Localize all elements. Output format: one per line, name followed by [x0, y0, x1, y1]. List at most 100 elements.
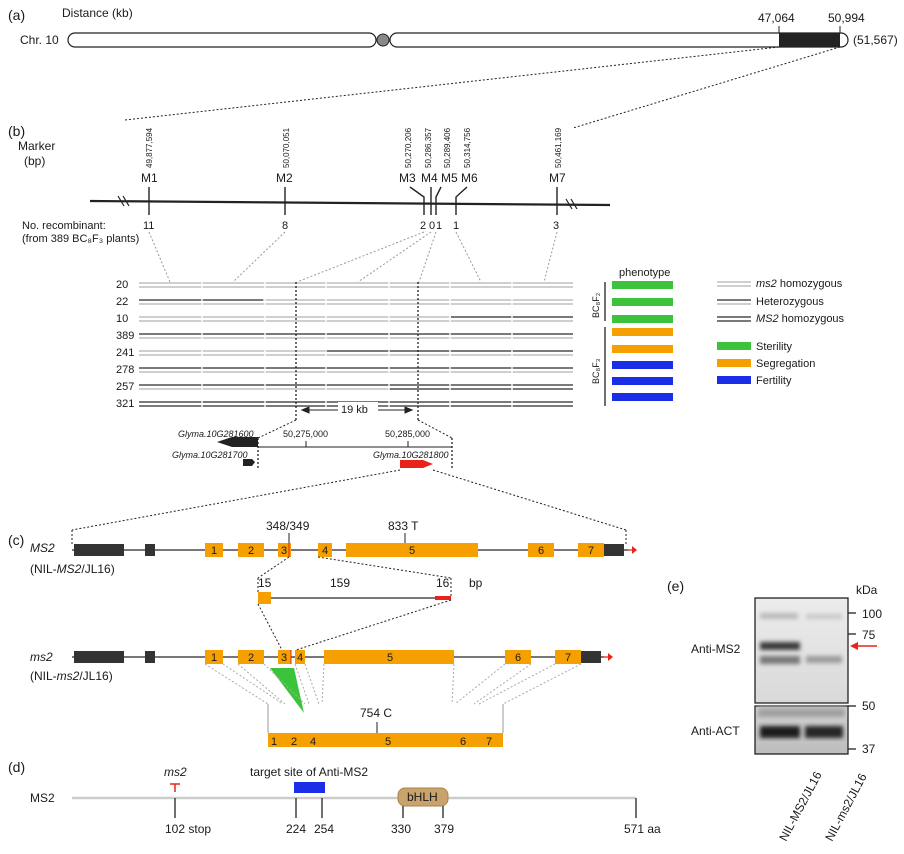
marker-pos-m3: 50,270,206 — [404, 127, 413, 168]
marker-unit: (bp) — [24, 154, 45, 168]
ms2-exon-labels: 1 2 3 4 5 6 7 — [211, 652, 571, 664]
target-site-bar — [294, 782, 325, 793]
marker-pos-m4: 50,286,357 — [424, 127, 433, 168]
site-754C: 754 C — [360, 706, 392, 720]
interval-distance: 19 kb — [341, 404, 368, 416]
tick-102-stop: 102 stop — [165, 822, 211, 836]
exon-label: 2 — [291, 736, 297, 748]
zoom-down-right — [295, 599, 452, 651]
exon-label: 3 — [281, 652, 287, 664]
marker-m2: M2 — [276, 171, 293, 185]
protein-label: MS2 — [30, 791, 55, 805]
gene-zoom-left — [257, 419, 297, 439]
recomb-m4: 0 — [429, 220, 435, 232]
gene-label-g281700: Glyma.10G281700 — [172, 450, 248, 460]
blot1-label: Anti-MS2 — [691, 642, 741, 656]
zoom-159: 159 — [330, 576, 350, 590]
recomb-m7: 3 — [553, 220, 559, 232]
allele-ms2: ms2 — [30, 650, 53, 664]
mw-100: 100 — [862, 607, 882, 621]
zoom-unit: bp — [469, 576, 483, 590]
zoom-15: 15 — [258, 576, 272, 590]
recomb-m6: 1 — [453, 220, 459, 232]
exon-label: 2 — [248, 545, 254, 557]
recomb-m3: 2 — [420, 220, 426, 232]
exon3-zoom-right — [317, 556, 452, 579]
mw-50: 50 — [862, 699, 876, 713]
marker-pos-m1: 49,877,594 — [145, 127, 154, 168]
site-833T: 833 T — [388, 519, 419, 533]
marker-m7: M7 — [549, 171, 566, 185]
genotype-row-labels: 20 22 10 389 241 278 257 321 — [116, 279, 134, 410]
transcript-model — [267, 704, 504, 747]
marker-m5: M5 — [441, 171, 458, 185]
zoom-line-left — [124, 46, 780, 121]
MS2-gene-model — [72, 533, 637, 557]
pos1-label: 47,064 — [758, 11, 795, 25]
gene-pos-1: 50,275,000 — [283, 429, 328, 439]
allele-ms2-line: (NIL-ms2/JL16) — [30, 669, 113, 683]
tick-379: 379 — [434, 822, 454, 836]
mapped-interval — [779, 33, 840, 47]
exon-label: 2 — [248, 652, 254, 664]
exon-label: 4 — [297, 652, 303, 664]
anti-ACT-bands — [758, 707, 845, 738]
zoom-exon-a — [258, 592, 271, 604]
row-label: 257 — [116, 381, 134, 393]
recomb-m1: 11 — [143, 220, 154, 232]
legend-MS2-homozygous: MS2 homozygous — [756, 313, 845, 325]
gene-g281600 — [217, 437, 258, 447]
exon3-zoom-left — [257, 556, 290, 579]
phenotype-bars — [612, 281, 673, 401]
pos2-label: 50,994 — [828, 11, 865, 25]
linkage-map — [89, 186, 611, 215]
marker-m1: M1 — [141, 171, 158, 185]
allele-MS2-line: (NIL-MS2/JL16) — [30, 562, 115, 576]
recombinant-counts: 11 8 2 0 1 1 3 — [143, 220, 559, 232]
kda-label: kDa — [856, 583, 878, 597]
legend-segregation: Segregation — [756, 358, 815, 370]
row-label: 20 — [116, 279, 128, 291]
legend-sterility: Sterility — [756, 341, 793, 353]
marker-positions: 49,877,594 50,070,051 50,270,206 50,286,… — [145, 127, 563, 168]
chromosome-length: (51,567) — [853, 33, 898, 47]
recomb-m2: 8 — [282, 220, 288, 232]
anti-MS2-bands — [760, 613, 842, 664]
chromosome-label: Chr. 10 — [20, 33, 59, 47]
genotype-connectors — [148, 231, 558, 283]
gen1-label: BC₈F₂ — [591, 292, 601, 318]
legend-fertility: Fertility — [756, 375, 792, 387]
lane-1-label: NIL-MS2/JL16 — [776, 769, 825, 844]
protein-tick-labels: 102 stop 224 254 330 379 571 aa — [165, 822, 661, 836]
panel-e-label: (e) — [667, 578, 684, 594]
exon-label: 7 — [588, 545, 594, 557]
zoom-exon-b — [435, 596, 451, 600]
mw-ticks — [848, 612, 856, 750]
mw-37: 37 — [862, 742, 876, 756]
tick-571-aa: 571 aa — [624, 822, 661, 836]
gene-label-g281600: Glyma.10G281600 — [178, 429, 254, 439]
gene-to-c-right — [432, 469, 627, 531]
panel-b-label: (b) — [8, 123, 25, 139]
ms2-mutant-label: ms2 — [164, 765, 187, 779]
marker-pos-m2: 50,070,051 — [282, 127, 291, 168]
gene-g281700 — [243, 459, 255, 466]
tick-330: 330 — [391, 822, 411, 836]
row-label: 10 — [116, 313, 128, 325]
exon-label: 6 — [460, 736, 466, 748]
recomb-sub-label: (from 389 BC₈F₃ plants) — [22, 233, 139, 245]
zoom-line-right — [572, 46, 841, 129]
exon-label: 1 — [211, 545, 217, 557]
gene-zoom-right — [417, 419, 453, 439]
exon-label: 3 — [281, 545, 287, 557]
row-label: 278 — [116, 364, 134, 376]
transcript-exon-labels: 1 2 4 5 6 7 — [271, 736, 492, 748]
row-label: 389 — [116, 330, 134, 342]
chromosome-arm-left — [67, 32, 377, 48]
gene-label-g281800: Glyma.10G281800 — [373, 450, 449, 460]
marker-pos-m6: 50,314,756 — [463, 127, 472, 168]
panel-c-label: (c) — [8, 532, 24, 548]
splice-connectors — [204, 663, 582, 705]
bhlh-label: bHLH — [407, 790, 438, 804]
gen2-label: BC₈F₃ — [591, 358, 601, 384]
